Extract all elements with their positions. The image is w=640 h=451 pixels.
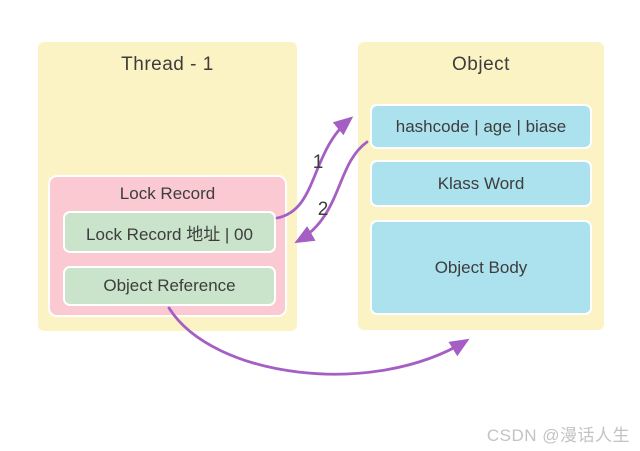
- lock-record-title: Lock Record: [119, 184, 216, 203]
- thread-box-title: Thread - 1: [121, 54, 214, 75]
- watermark: CSDN @漫话人生: [486, 426, 630, 445]
- mark-word-label: hashcode | age | biase: [395, 116, 567, 136]
- object-box: Object hashcode | age | biase Klass Word…: [358, 42, 604, 330]
- object-reference-field: Object Reference: [63, 266, 276, 306]
- object-body-field: Object Body: [370, 220, 592, 315]
- lock-record-box: Lock Record Lock Record 地址 | 00 Object R…: [48, 175, 287, 317]
- thread-box: Thread - 1 Lock Record Lock Record 地址 | …: [38, 42, 297, 331]
- klass-word-label: Klass Word: [437, 173, 525, 193]
- mark-word-field: hashcode | age | biase: [370, 104, 592, 149]
- klass-word-field: Klass Word: [370, 160, 592, 207]
- lock-record-address-field: Lock Record 地址 | 00: [63, 211, 276, 253]
- object-box-title: Object: [452, 54, 510, 75]
- object-reference-label: Object Reference: [103, 276, 236, 295]
- object-body-label: Object Body: [434, 257, 528, 277]
- arrow-1-label: 1: [312, 152, 324, 173]
- arrow-2-label: 2: [317, 199, 329, 220]
- lock-record-address-label: Lock Record 地址 | 00: [86, 224, 253, 244]
